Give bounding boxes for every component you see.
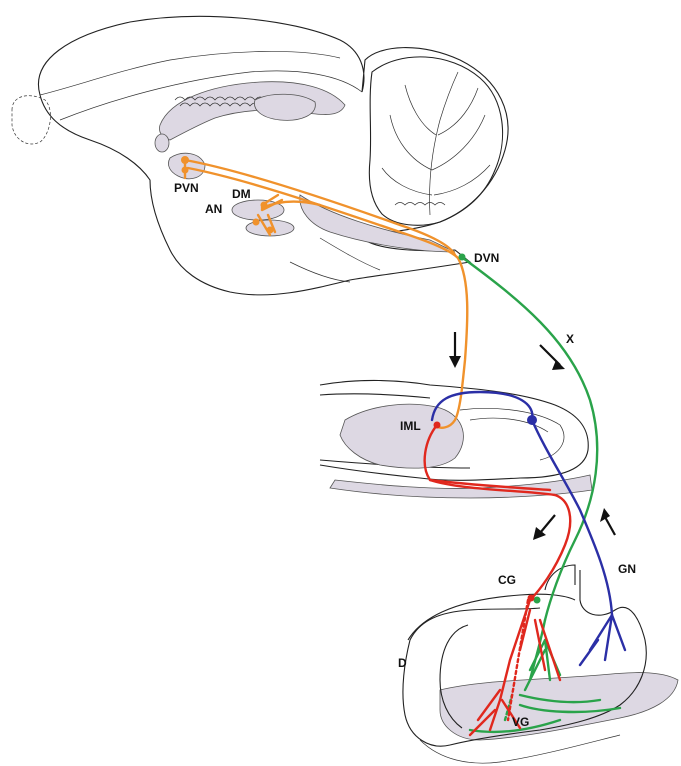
label-iml: IML [400, 419, 421, 433]
label-d: D [398, 656, 407, 670]
label-pvn: PVN [174, 181, 199, 195]
dm-node [267, 227, 274, 234]
gn-node [527, 415, 537, 425]
pvn-node [181, 156, 189, 164]
dm-node [261, 202, 268, 209]
label-an: AN [205, 202, 222, 216]
cg-green-node [534, 597, 541, 604]
dvn-node [459, 254, 466, 261]
arrows [449, 332, 615, 540]
cerebellum [369, 57, 502, 225]
label-dm: DM [232, 187, 251, 201]
label-dvn: DVN [474, 251, 499, 265]
dm-node [253, 219, 260, 226]
label-cg: CG [498, 573, 516, 587]
stomach-duodenum [403, 565, 678, 763]
down-arrow-icon [449, 332, 461, 368]
x-arrow-icon [540, 345, 565, 370]
label-vg: VG [512, 715, 529, 729]
iml-node [434, 422, 441, 429]
label-x: X [566, 332, 574, 346]
orange-pathway [185, 160, 467, 428]
cg-red-node [528, 595, 535, 602]
pvn-node [182, 167, 189, 174]
cg-arrow-icon [533, 515, 555, 540]
brain-sagittal-section [12, 16, 508, 294]
label-gn: GN [618, 562, 636, 576]
gn-arrow-icon [600, 508, 615, 535]
spinal-cord-section [320, 380, 592, 498]
